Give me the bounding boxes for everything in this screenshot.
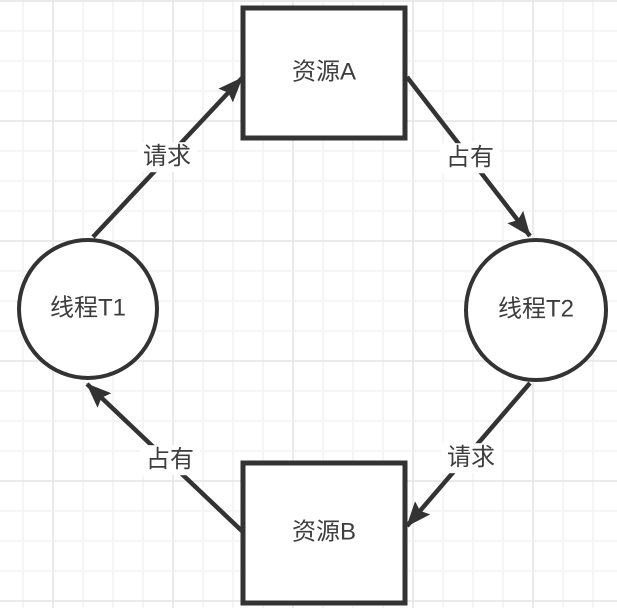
node-thread-t1-label: 线程T1 bbox=[49, 294, 127, 322]
edge-t2-requests-b-label: 请求 bbox=[441, 443, 501, 473]
node-thread-t2-label: 线程T2 bbox=[497, 295, 575, 323]
edge-t1-requests-a-label: 请求 bbox=[137, 142, 197, 172]
node-resource-a-label: 资源A bbox=[291, 58, 357, 86]
node-resource-a-shape bbox=[240, 5, 408, 141]
node-resource-b-shape bbox=[240, 460, 408, 606]
node-thread-t2-shape bbox=[464, 238, 608, 382]
node-resource-b-label: 资源B bbox=[291, 518, 357, 546]
node-thread-t1-shape bbox=[17, 238, 159, 380]
edge-b-held-by-t1-label: 占有 bbox=[140, 445, 200, 475]
edge-a-held-by-t2-label: 占有 bbox=[440, 143, 500, 173]
